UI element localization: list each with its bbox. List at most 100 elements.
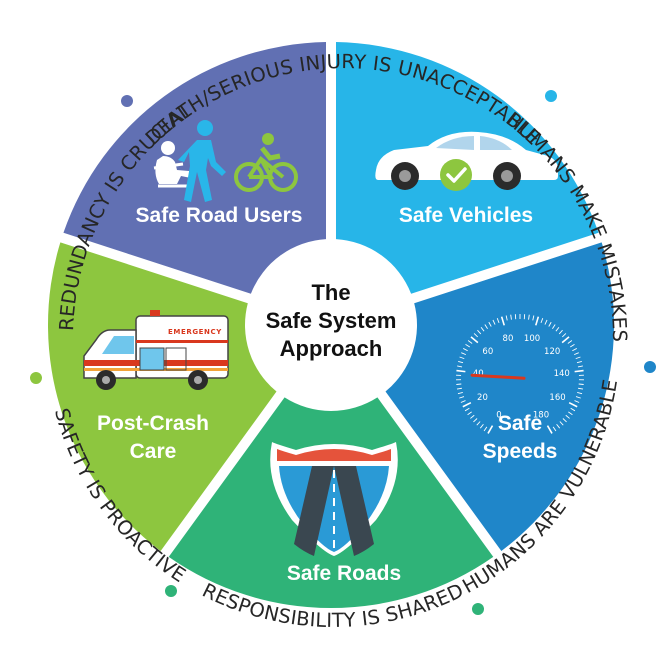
speedometer-label: 160 xyxy=(549,393,565,403)
speedometer-tick xyxy=(462,401,472,408)
speedometer-tick xyxy=(577,392,583,395)
label-post-crash-2: Care xyxy=(130,440,177,463)
center-title-line2: Safe System xyxy=(266,308,397,333)
speedometer-tick xyxy=(544,319,548,325)
speedometer-label: 0 xyxy=(496,410,501,420)
speedometer-tick xyxy=(576,361,582,364)
label-safe-speeds-1: Safe xyxy=(498,412,542,435)
speedometer-tick xyxy=(578,383,584,385)
speedometer-label: 20 xyxy=(477,393,488,403)
speedometer-tick xyxy=(473,418,478,423)
speedometer-tick xyxy=(492,319,496,325)
ring-dot-1 xyxy=(121,95,133,107)
speedometer-tick xyxy=(535,316,540,326)
speedometer-label: 60 xyxy=(482,347,493,357)
speedometer-tick xyxy=(573,352,579,356)
speedometer-tick xyxy=(473,333,478,338)
segment-safe-speeds xyxy=(385,242,614,551)
ambulance-icon: EMERGENCY xyxy=(83,310,229,390)
speedometer-tick xyxy=(456,387,462,390)
pedestrian-icon xyxy=(178,120,226,202)
ring-dot-4 xyxy=(472,603,484,615)
seatbelt-icon xyxy=(153,141,191,188)
speedometer-tick xyxy=(575,356,581,360)
ambulance-sign: EMERGENCY xyxy=(168,328,222,336)
ring-dot-6 xyxy=(30,372,42,384)
speedometer-tick xyxy=(476,421,481,426)
speedometer-tick xyxy=(467,340,473,344)
speedometer-tick xyxy=(487,425,494,434)
speedometer-tick xyxy=(574,400,580,403)
speedometer-tick xyxy=(456,383,462,385)
label-post-crash-1: Post-Crash xyxy=(97,412,209,435)
highway-shield-icon xyxy=(270,442,398,556)
speedometer-tick xyxy=(460,400,466,403)
speedometer-tick xyxy=(488,321,492,327)
label-safe-road-users: Safe Road Users xyxy=(136,204,303,227)
speedometer-tick xyxy=(568,411,573,416)
speedometer-tick xyxy=(572,348,577,352)
speedometer-label: 100 xyxy=(524,334,540,344)
ring-dot-2 xyxy=(545,90,557,102)
speedometer-tick xyxy=(569,344,575,348)
speedometer-tick xyxy=(565,414,570,419)
speedometer-tick xyxy=(552,324,556,329)
speedometer-label: 180 xyxy=(533,410,549,420)
label-safe-vehicles: Safe Vehicles xyxy=(399,204,533,227)
speedometer-tick xyxy=(568,401,578,408)
speedometer-tick xyxy=(577,365,583,368)
speedometer-tick xyxy=(463,348,468,352)
speedometer-tick xyxy=(461,352,467,356)
speedometer-tick xyxy=(532,315,535,321)
speedometer-icon: 020406080100120140160180 xyxy=(456,314,584,434)
ring-dot-3 xyxy=(644,361,656,373)
speedometer-tick xyxy=(578,387,584,390)
speedometer-tick xyxy=(567,340,573,344)
speedometer-tick xyxy=(561,336,570,344)
speedometer-tick xyxy=(552,426,557,432)
speedometer-tick xyxy=(464,407,470,412)
speedometer-tick xyxy=(528,314,530,320)
speedometer-tick xyxy=(555,326,560,332)
speedometer-tick xyxy=(510,314,512,320)
center-title-line1: The xyxy=(311,280,350,305)
label-safe-speeds-2: Speeds xyxy=(483,440,558,463)
speedometer-tick xyxy=(556,424,561,429)
speedometer-tick xyxy=(500,316,505,326)
speedometer-tick xyxy=(470,336,479,344)
speedometer-tick xyxy=(480,326,485,332)
speedometer-tick xyxy=(457,365,463,368)
speedometer-label: 120 xyxy=(544,347,560,357)
speedometer-tick xyxy=(479,424,484,429)
speedometer-tick xyxy=(558,329,563,335)
speedometer-label: 80 xyxy=(503,334,514,344)
ring-dot-5 xyxy=(165,585,177,597)
speedometer-tick xyxy=(484,324,488,329)
speedometer-tick xyxy=(459,356,465,360)
speedometer-tick xyxy=(546,425,553,434)
bicycle-icon xyxy=(234,133,298,192)
center-circle xyxy=(251,245,411,405)
speedometer-tick xyxy=(477,329,482,335)
speedometer-tick xyxy=(562,333,567,338)
speedometer-tick xyxy=(562,418,567,423)
speedometer-tick xyxy=(465,344,471,348)
speedometer-tick xyxy=(574,369,584,373)
speedometer-tick xyxy=(548,321,552,327)
speedometer-tick xyxy=(483,426,488,432)
center-title-line3: Approach xyxy=(280,336,383,361)
speedometer-tick xyxy=(505,315,508,321)
speedometer-tick xyxy=(575,396,581,399)
label-safe-roads: Safe Roads xyxy=(287,562,401,585)
speedometer-tick xyxy=(470,414,475,419)
speedometer-tick xyxy=(467,411,472,416)
speedometer-tick xyxy=(458,361,464,364)
speedometer-tick xyxy=(540,318,544,324)
speedometer-label: 140 xyxy=(554,369,570,379)
speedometer-tick xyxy=(570,407,576,412)
speedometer-tick xyxy=(496,318,500,324)
speedometer-tick xyxy=(459,396,465,399)
speedometer-tick xyxy=(457,392,463,395)
speedometer-tick xyxy=(559,421,564,426)
